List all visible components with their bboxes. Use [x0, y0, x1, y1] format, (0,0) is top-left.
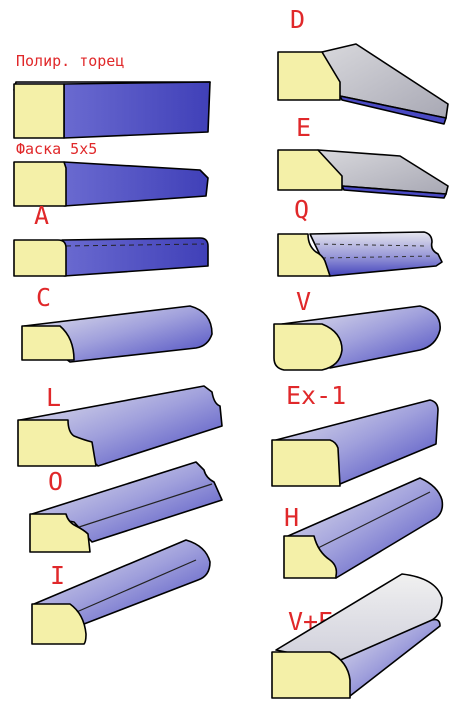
end-face	[283, 535, 338, 579]
profile-label-E: E	[296, 113, 311, 142]
end-face	[273, 323, 343, 371]
profile-O: O	[29, 461, 223, 553]
side-face	[309, 231, 443, 277]
groove-line	[315, 243, 427, 247]
end-face	[277, 149, 343, 191]
end-face	[277, 233, 331, 277]
side-face	[63, 161, 209, 207]
profile-label-D: D	[290, 5, 305, 34]
profile-label-C: C	[36, 283, 51, 312]
end-face	[17, 419, 97, 467]
profile-E: E	[277, 113, 449, 199]
end-face	[29, 513, 91, 553]
profile-I: I	[31, 539, 211, 645]
side-face	[61, 237, 209, 277]
profile-C: C	[21, 283, 213, 363]
end-face	[271, 439, 341, 487]
profile-label-Q: Q	[294, 195, 309, 224]
end-face	[13, 239, 67, 277]
profile-Q: Q	[277, 195, 443, 277]
profile-H: H	[283, 477, 444, 579]
end-face	[271, 651, 351, 699]
side-face	[339, 95, 447, 125]
side-face	[335, 618, 441, 697]
groove-line	[75, 483, 213, 529]
profile-VE: V+E	[271, 573, 443, 699]
profile-label-O: O	[48, 467, 63, 496]
side-face	[31, 461, 223, 543]
profile-label-polished: Полир. торец	[16, 52, 124, 70]
end-face	[21, 325, 75, 361]
side-face	[33, 539, 211, 625]
side-face	[275, 399, 439, 485]
profile-V: V	[273, 287, 441, 371]
profile-polished: Полир. торец	[13, 52, 211, 139]
groove-line	[321, 255, 435, 259]
end-face	[277, 51, 341, 101]
profile-L: L	[17, 383, 223, 467]
profile-label-A: A	[34, 201, 49, 230]
end-face	[13, 83, 65, 139]
profile-label-I: I	[50, 561, 65, 590]
profile-A: A	[13, 201, 209, 277]
profile-label-Ex1: Ex-1	[286, 381, 346, 410]
profile-label-H: H	[284, 503, 299, 532]
groove-line	[317, 491, 431, 549]
profile-label-chamfer: Фаска 5х5	[16, 140, 97, 158]
profile-label-V: V	[296, 287, 311, 316]
profile-D: D	[277, 5, 449, 125]
side-face	[19, 385, 223, 467]
side-face	[63, 81, 211, 139]
groove-line	[71, 559, 197, 615]
side-face	[287, 477, 444, 579]
profile-chamfer: Фаска 5х5	[13, 140, 209, 207]
side-face	[341, 185, 447, 199]
profile-label-L: L	[46, 383, 61, 412]
end-face	[31, 603, 87, 645]
profile-Ex1: Ex-1	[271, 381, 439, 487]
end-face	[13, 161, 67, 207]
